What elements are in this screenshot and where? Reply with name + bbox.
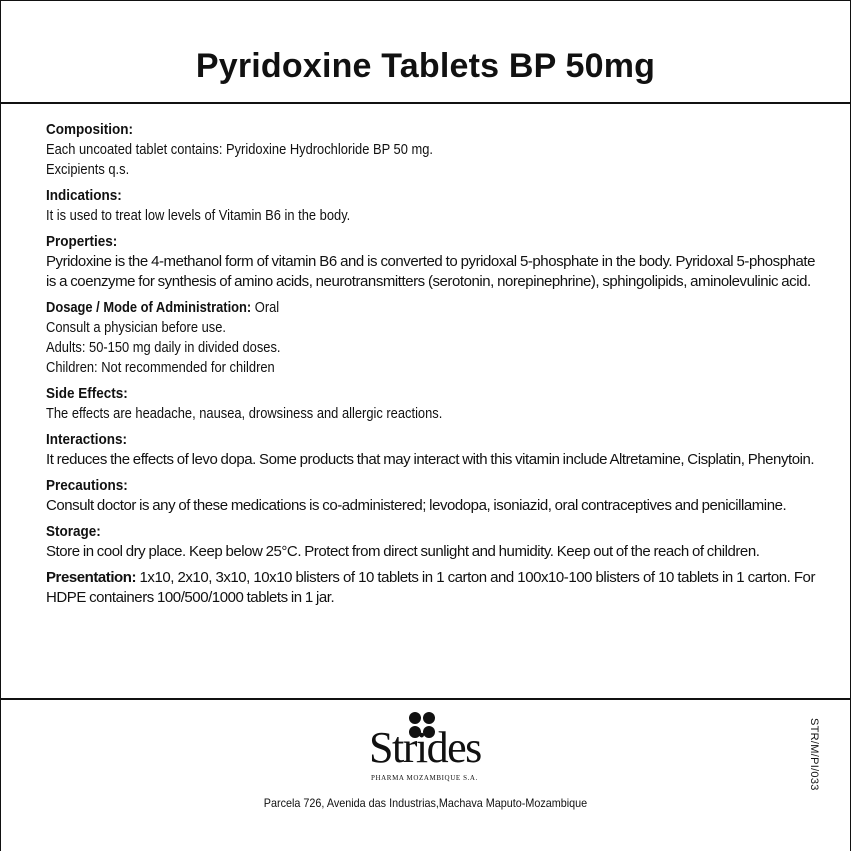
interactions-text: It reduces the effects of levo dopa. Som… bbox=[46, 451, 815, 468]
presentation-text: Presentation: 1x10, 2x10, 3x10, 10x10 bl… bbox=[46, 568, 815, 608]
composition-line: Excipients q.s. bbox=[46, 161, 130, 178]
leaflet-content: Composition: Each uncoated tablet contai… bbox=[1, 104, 850, 698]
presentation-heading: Presentation: bbox=[46, 569, 137, 586]
logo-dot bbox=[409, 712, 421, 724]
indications-section: Indications: It is used to treat low lev… bbox=[46, 186, 815, 226]
footer: Strides PHARMA MOZAMBIQUE S.A. Parcela 7… bbox=[1, 700, 850, 833]
title-band: Pyridoxine Tablets BP 50mg bbox=[1, 1, 850, 104]
precautions-section: Precautions: Consult doctor is any of th… bbox=[46, 476, 815, 516]
side-effects-section: Side Effects: The effects are headache, … bbox=[46, 384, 815, 424]
composition-section: Composition: Each uncoated tablet contai… bbox=[46, 120, 815, 180]
strides-logo: Strides PHARMA MOZAMBIQUE S.A. bbox=[369, 712, 499, 792]
logo-dot bbox=[423, 726, 435, 738]
dosage-line: Children: Not recommended for children bbox=[46, 359, 275, 376]
composition-line: Each uncoated tablet contains: Pyridoxin… bbox=[46, 141, 433, 158]
dosage-heading: Dosage / Mode of Administration: bbox=[46, 299, 252, 316]
side-effects-heading: Side Effects: bbox=[46, 385, 128, 402]
presentation-section: Presentation: 1x10, 2x10, 3x10, 10x10 bl… bbox=[46, 568, 815, 608]
storage-heading: Storage: bbox=[46, 523, 101, 540]
dosage-line: Consult a physician before use. bbox=[46, 319, 226, 336]
properties-heading: Properties: bbox=[46, 233, 118, 250]
company-address: Parcela 726, Avenida das Industrias,Mach… bbox=[263, 796, 588, 810]
dosage-section: Dosage / Mode of Administration: Oral Co… bbox=[46, 298, 815, 378]
footer-divider bbox=[1, 698, 850, 700]
composition-heading: Composition: bbox=[46, 121, 133, 138]
properties-text: Pyridoxine is the 4-methanol form of vit… bbox=[46, 253, 815, 290]
page-title: Pyridoxine Tablets BP 50mg bbox=[195, 47, 656, 85]
interactions-section: Interactions: It reduces the effects of … bbox=[46, 430, 815, 470]
logo-dot bbox=[423, 712, 435, 724]
dosage-line: Adults: 50-150 mg daily in divided doses… bbox=[46, 339, 281, 356]
brand-subtitle: PHARMA MOZAMBIQUE S.A. bbox=[371, 774, 478, 782]
side-effects-line: The effects are headache, nausea, drowsi… bbox=[46, 405, 443, 422]
document-code: STR/M/PI/033 bbox=[808, 718, 820, 791]
presentation-body: 1x10, 2x10, 3x10, 10x10 blisters of 10 t… bbox=[46, 569, 815, 606]
logo-dot bbox=[409, 726, 421, 738]
indications-heading: Indications: bbox=[46, 187, 122, 204]
precautions-text: Consult doctor is any of these medicatio… bbox=[46, 497, 787, 514]
storage-text: Store in cool dry place. Keep below 25°C… bbox=[46, 543, 760, 560]
indications-line: It is used to treat low levels of Vitami… bbox=[46, 207, 351, 224]
dosage-mode: Oral bbox=[251, 299, 280, 316]
dots-icon bbox=[409, 712, 441, 744]
properties-section: Properties: Pyridoxine is the 4-methanol… bbox=[46, 232, 815, 292]
storage-section: Storage: Store in cool dry place. Keep b… bbox=[46, 522, 815, 562]
precautions-heading: Precautions: bbox=[46, 477, 128, 494]
brand-name: Strides bbox=[369, 723, 482, 772]
dosage-heading-line: Dosage / Mode of Administration: Oral bbox=[46, 298, 707, 318]
interactions-heading: Interactions: bbox=[46, 431, 128, 448]
